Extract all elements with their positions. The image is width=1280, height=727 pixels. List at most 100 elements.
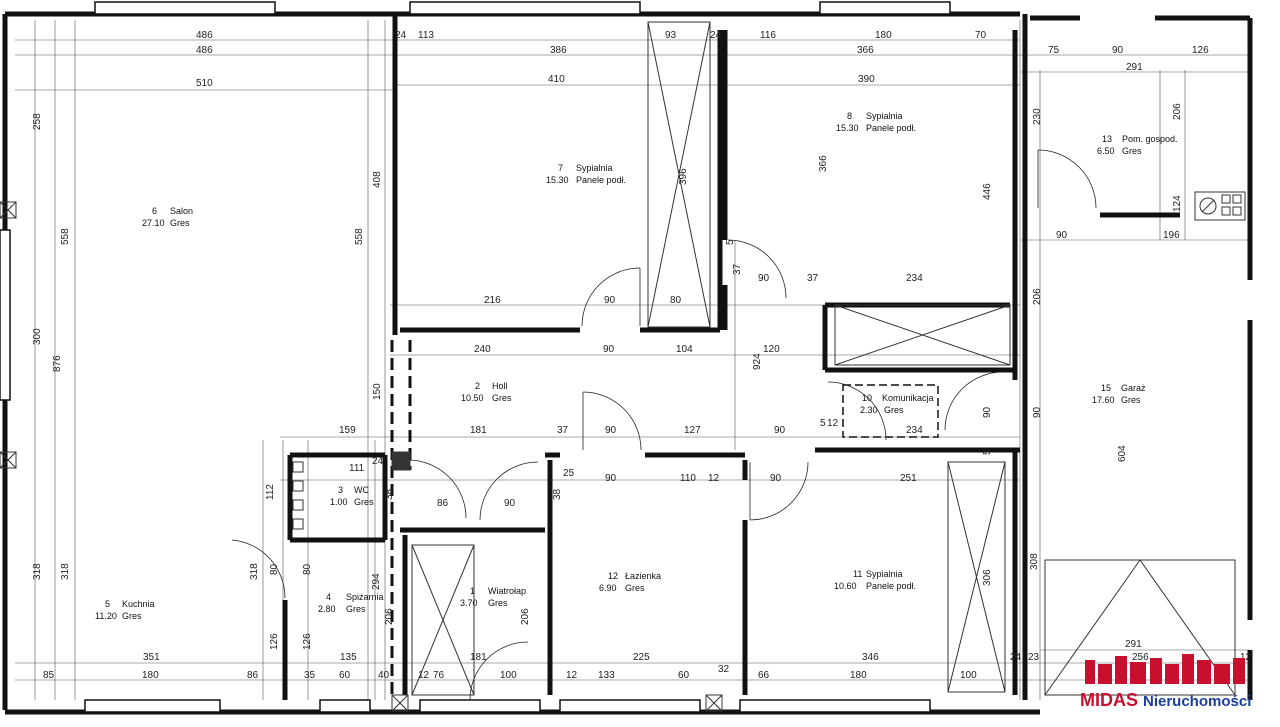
svg-text:Nieruchomości: Nieruchomości	[1143, 693, 1251, 710]
svg-text:100: 100	[960, 670, 977, 681]
walls	[0, 1, 1253, 715]
midas-logo: MIDAS Nieruchomości	[1080, 654, 1251, 710]
svg-text:1: 1	[470, 586, 475, 596]
svg-text:Pom. gospod.: Pom. gospod.	[1122, 134, 1178, 144]
svg-text:24: 24	[710, 30, 722, 41]
svg-text:90: 90	[758, 273, 770, 284]
svg-text:90: 90	[770, 473, 782, 484]
svg-text:60: 60	[678, 670, 690, 681]
svg-text:Sypialnia: Sypialnia	[866, 111, 903, 121]
svg-text:86: 86	[247, 670, 259, 681]
svg-text:234: 234	[906, 273, 923, 284]
svg-text:15.30: 15.30	[546, 175, 569, 185]
svg-text:Gres: Gres	[1121, 395, 1141, 405]
svg-text:80: 80	[269, 563, 280, 575]
svg-text:124: 124	[1172, 195, 1183, 212]
svg-text:486: 486	[196, 30, 213, 41]
svg-text:38: 38	[384, 488, 395, 500]
svg-text:318: 318	[249, 563, 260, 580]
svg-text:12: 12	[608, 571, 618, 581]
svg-text:181: 181	[470, 425, 487, 436]
svg-text:876: 876	[52, 355, 63, 372]
svg-text:120: 120	[763, 344, 780, 355]
svg-text:Kuchnia: Kuchnia	[122, 599, 155, 609]
svg-text:15: 15	[1101, 383, 1111, 393]
svg-text:396: 396	[678, 168, 689, 185]
svg-text:80: 80	[302, 563, 313, 575]
svg-text:66: 66	[758, 670, 770, 681]
svg-text:510: 510	[196, 78, 213, 89]
svg-text:240: 240	[474, 344, 491, 355]
svg-text:924: 924	[752, 353, 763, 370]
svg-text:93: 93	[665, 30, 677, 41]
svg-text:10: 10	[862, 393, 872, 403]
svg-text:10.50: 10.50	[461, 393, 484, 403]
svg-text:12: 12	[1240, 652, 1252, 663]
svg-text:308: 308	[1029, 553, 1040, 570]
svg-text:126: 126	[269, 633, 280, 650]
svg-text:MIDAS: MIDAS	[1080, 690, 1138, 710]
svg-text:Łazienka: Łazienka	[625, 571, 661, 581]
svg-text:Gres: Gres	[884, 405, 904, 415]
svg-text:180: 180	[850, 670, 867, 681]
svg-text:234: 234	[906, 425, 923, 436]
svg-text:1.00: 1.00	[330, 497, 348, 507]
svg-text:Gres: Gres	[354, 497, 374, 507]
svg-text:6.90: 6.90	[599, 583, 617, 593]
svg-text:Wiatrołap: Wiatrołap	[488, 586, 526, 596]
svg-text:38: 38	[552, 488, 563, 500]
svg-text:12: 12	[566, 670, 578, 681]
svg-text:100: 100	[500, 670, 517, 681]
svg-text:410: 410	[548, 74, 565, 85]
svg-text:WC: WC	[354, 485, 369, 495]
svg-text:206: 206	[1172, 103, 1183, 120]
svg-text:Gres: Gres	[346, 604, 366, 614]
svg-text:90: 90	[774, 425, 786, 436]
svg-text:251: 251	[900, 473, 917, 484]
svg-text:6: 6	[152, 206, 157, 216]
svg-text:5: 5	[820, 418, 826, 429]
svg-text:24: 24	[372, 456, 384, 467]
svg-text:Spiżarnia: Spiżarnia	[346, 592, 384, 602]
chimney-icon	[292, 451, 411, 530]
dimension-labels-vertical: 258 558 300 876 318 318 408 558 150 112 …	[32, 103, 1183, 650]
svg-text:86: 86	[437, 498, 449, 509]
svg-text:24: 24	[1010, 652, 1022, 663]
svg-text:113: 113	[418, 30, 434, 41]
svg-text:90: 90	[603, 344, 615, 355]
svg-text:Komunikacja: Komunikacja	[882, 393, 934, 403]
svg-text:80: 80	[670, 295, 682, 306]
svg-text:2.80: 2.80	[318, 604, 336, 614]
svg-text:12: 12	[708, 473, 720, 484]
svg-text:112: 112	[265, 484, 276, 500]
svg-text:291: 291	[1126, 62, 1143, 73]
svg-text:90: 90	[982, 406, 993, 418]
svg-text:225: 225	[633, 652, 650, 663]
svg-text:85: 85	[43, 670, 55, 681]
svg-text:291: 291	[1125, 639, 1142, 650]
svg-text:Gres: Gres	[122, 611, 142, 621]
svg-text:7: 7	[558, 163, 563, 173]
vent-icons	[0, 201, 723, 712]
svg-text:256: 256	[1132, 652, 1149, 663]
svg-text:446: 446	[982, 183, 993, 200]
svg-text:116: 116	[760, 30, 776, 41]
dimension-labels-horizontal: 486 486 510 24 113 386 410 93 24 116 366…	[43, 30, 1252, 681]
svg-text:318: 318	[32, 563, 43, 580]
svg-text:5: 5	[105, 599, 110, 609]
svg-text:Panele podł.: Panele podł.	[866, 123, 916, 133]
svg-text:23: 23	[1028, 652, 1040, 663]
svg-text:306: 306	[982, 569, 993, 586]
svg-text:37: 37	[557, 425, 569, 436]
svg-text:Salon: Salon	[170, 206, 193, 216]
svg-text:216: 216	[484, 295, 501, 306]
svg-text:37: 37	[807, 273, 819, 284]
svg-text:25: 25	[563, 468, 575, 479]
svg-text:110: 110	[680, 473, 696, 484]
svg-text:Holl: Holl	[492, 381, 508, 391]
svg-text:Gres: Gres	[170, 218, 190, 228]
door-swings	[231, 149, 1097, 701]
